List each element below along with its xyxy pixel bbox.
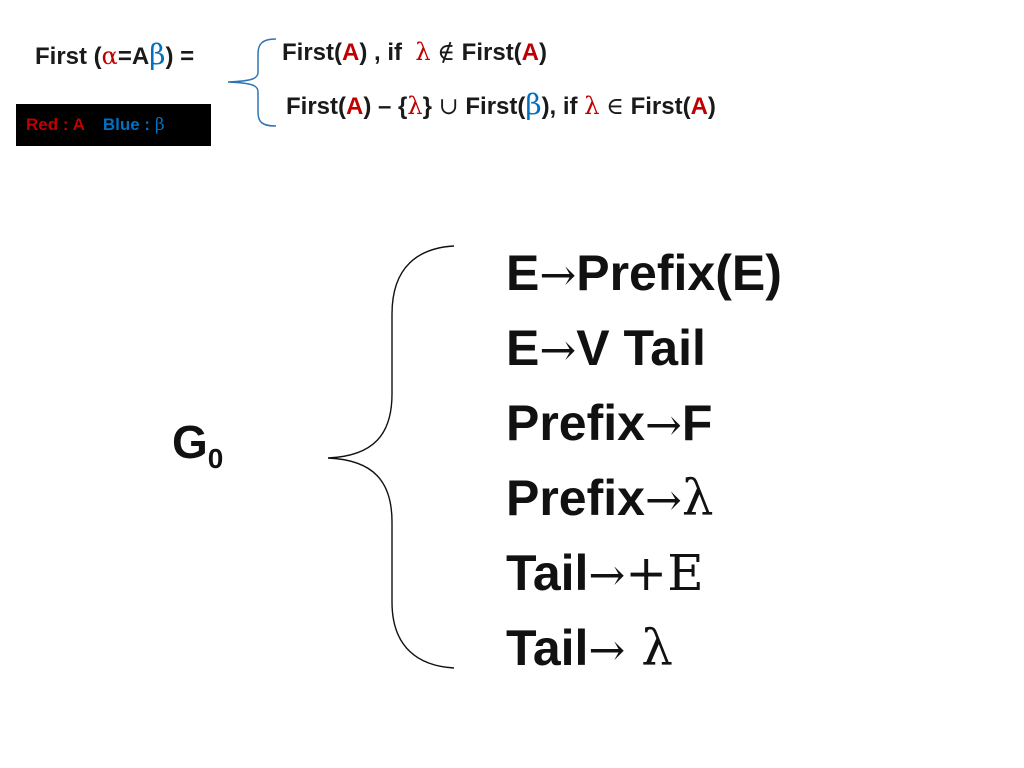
case1-first-text: First( (282, 39, 342, 66)
legend-red-label: Red : A (26, 115, 85, 134)
case2-close-text: ) (707, 93, 716, 120)
right-arrow-icon: → (644, 400, 682, 451)
rule-rhs: F (681, 395, 713, 451)
first-formula-case-1: First(A) , if λ ∉ First(A) (282, 38, 547, 67)
alpha-symbol: α (101, 42, 118, 70)
close-equals-text: ) = (165, 43, 195, 70)
legend-blue-label: Blue : (102, 115, 151, 134)
case2-if-text: ), if (541, 93, 578, 120)
case2-minus-text: ) – { (363, 93, 408, 120)
rule-lhs: E (506, 245, 540, 301)
case2-lambda2: λ (584, 92, 600, 120)
legend-beta-symbol: β (154, 115, 165, 135)
grammar-name-letter: G (172, 416, 208, 468)
case2-beta: β (525, 88, 542, 121)
production-rule: Prefix→F (506, 386, 782, 461)
first-formula-case-2: First(A) – {λ} ∪ First(β), if λ ∈ First(… (286, 88, 716, 121)
rule-rhs-symbol: λ (681, 469, 714, 527)
rule-rhs-symbol: λ (625, 619, 673, 677)
production-rule: Tail→+E (506, 536, 782, 611)
rule-lhs: Prefix (506, 395, 645, 451)
right-arrow-icon: → (539, 250, 577, 301)
rule-lhs: Tail (506, 620, 589, 676)
right-arrow-icon: → (588, 625, 626, 676)
rule-lhs: E (506, 320, 540, 376)
right-arrow-icon: → (588, 550, 626, 601)
color-legend: Red : A Blue : β (16, 104, 211, 146)
first-formula-lhs: First (α=Aβ) = (35, 38, 194, 71)
case2-first3-text: First( (630, 93, 691, 120)
case2-lambda: λ (407, 92, 423, 120)
grammar-name: G0 (172, 415, 223, 475)
case1-a-red: A (342, 39, 360, 66)
case-brace-icon (228, 38, 277, 127)
grammar-brace-icon (327, 245, 455, 669)
case2-first-text: First( (286, 93, 346, 120)
production-rule: Prefix→λ (506, 461, 782, 536)
case2-a3-red: A (690, 93, 708, 120)
case1-if-text: ) , if (359, 39, 402, 66)
case1-lambda: λ (415, 38, 431, 66)
case1-first2-text: First( (461, 39, 522, 66)
rule-rhs-symbol: +E (625, 544, 704, 602)
element-of-symbol: ∈ (606, 92, 624, 120)
production-rule: Tail→ λ (506, 611, 782, 686)
production-rules: E→Prefix(E) E→V Tail Prefix→F Prefix→λ T… (506, 236, 782, 686)
case2-brace-close: } (422, 93, 432, 120)
production-rule: E→Prefix(E) (506, 236, 782, 311)
rule-rhs: V Tail (576, 320, 706, 376)
case1-a2-red: A (521, 39, 540, 66)
production-rule: E→V Tail (506, 311, 782, 386)
rule-lhs: Prefix (506, 470, 645, 526)
equals-a-text: =A (117, 43, 150, 70)
case1-close-text: ) (539, 39, 548, 66)
union-symbol: ∪ (438, 92, 459, 120)
beta-symbol: β (149, 38, 166, 71)
case2-first2-text: First( (465, 93, 526, 120)
right-arrow-icon: → (539, 325, 577, 376)
grammar-name-subscript: 0 (207, 443, 224, 474)
case2-a-red: A (346, 93, 364, 120)
rule-rhs: Prefix(E) (576, 245, 782, 301)
not-element-of-symbol: ∉ (437, 38, 455, 66)
right-arrow-icon: → (644, 475, 682, 526)
first-label: First ( (35, 43, 102, 70)
rule-lhs: Tail (506, 545, 589, 601)
